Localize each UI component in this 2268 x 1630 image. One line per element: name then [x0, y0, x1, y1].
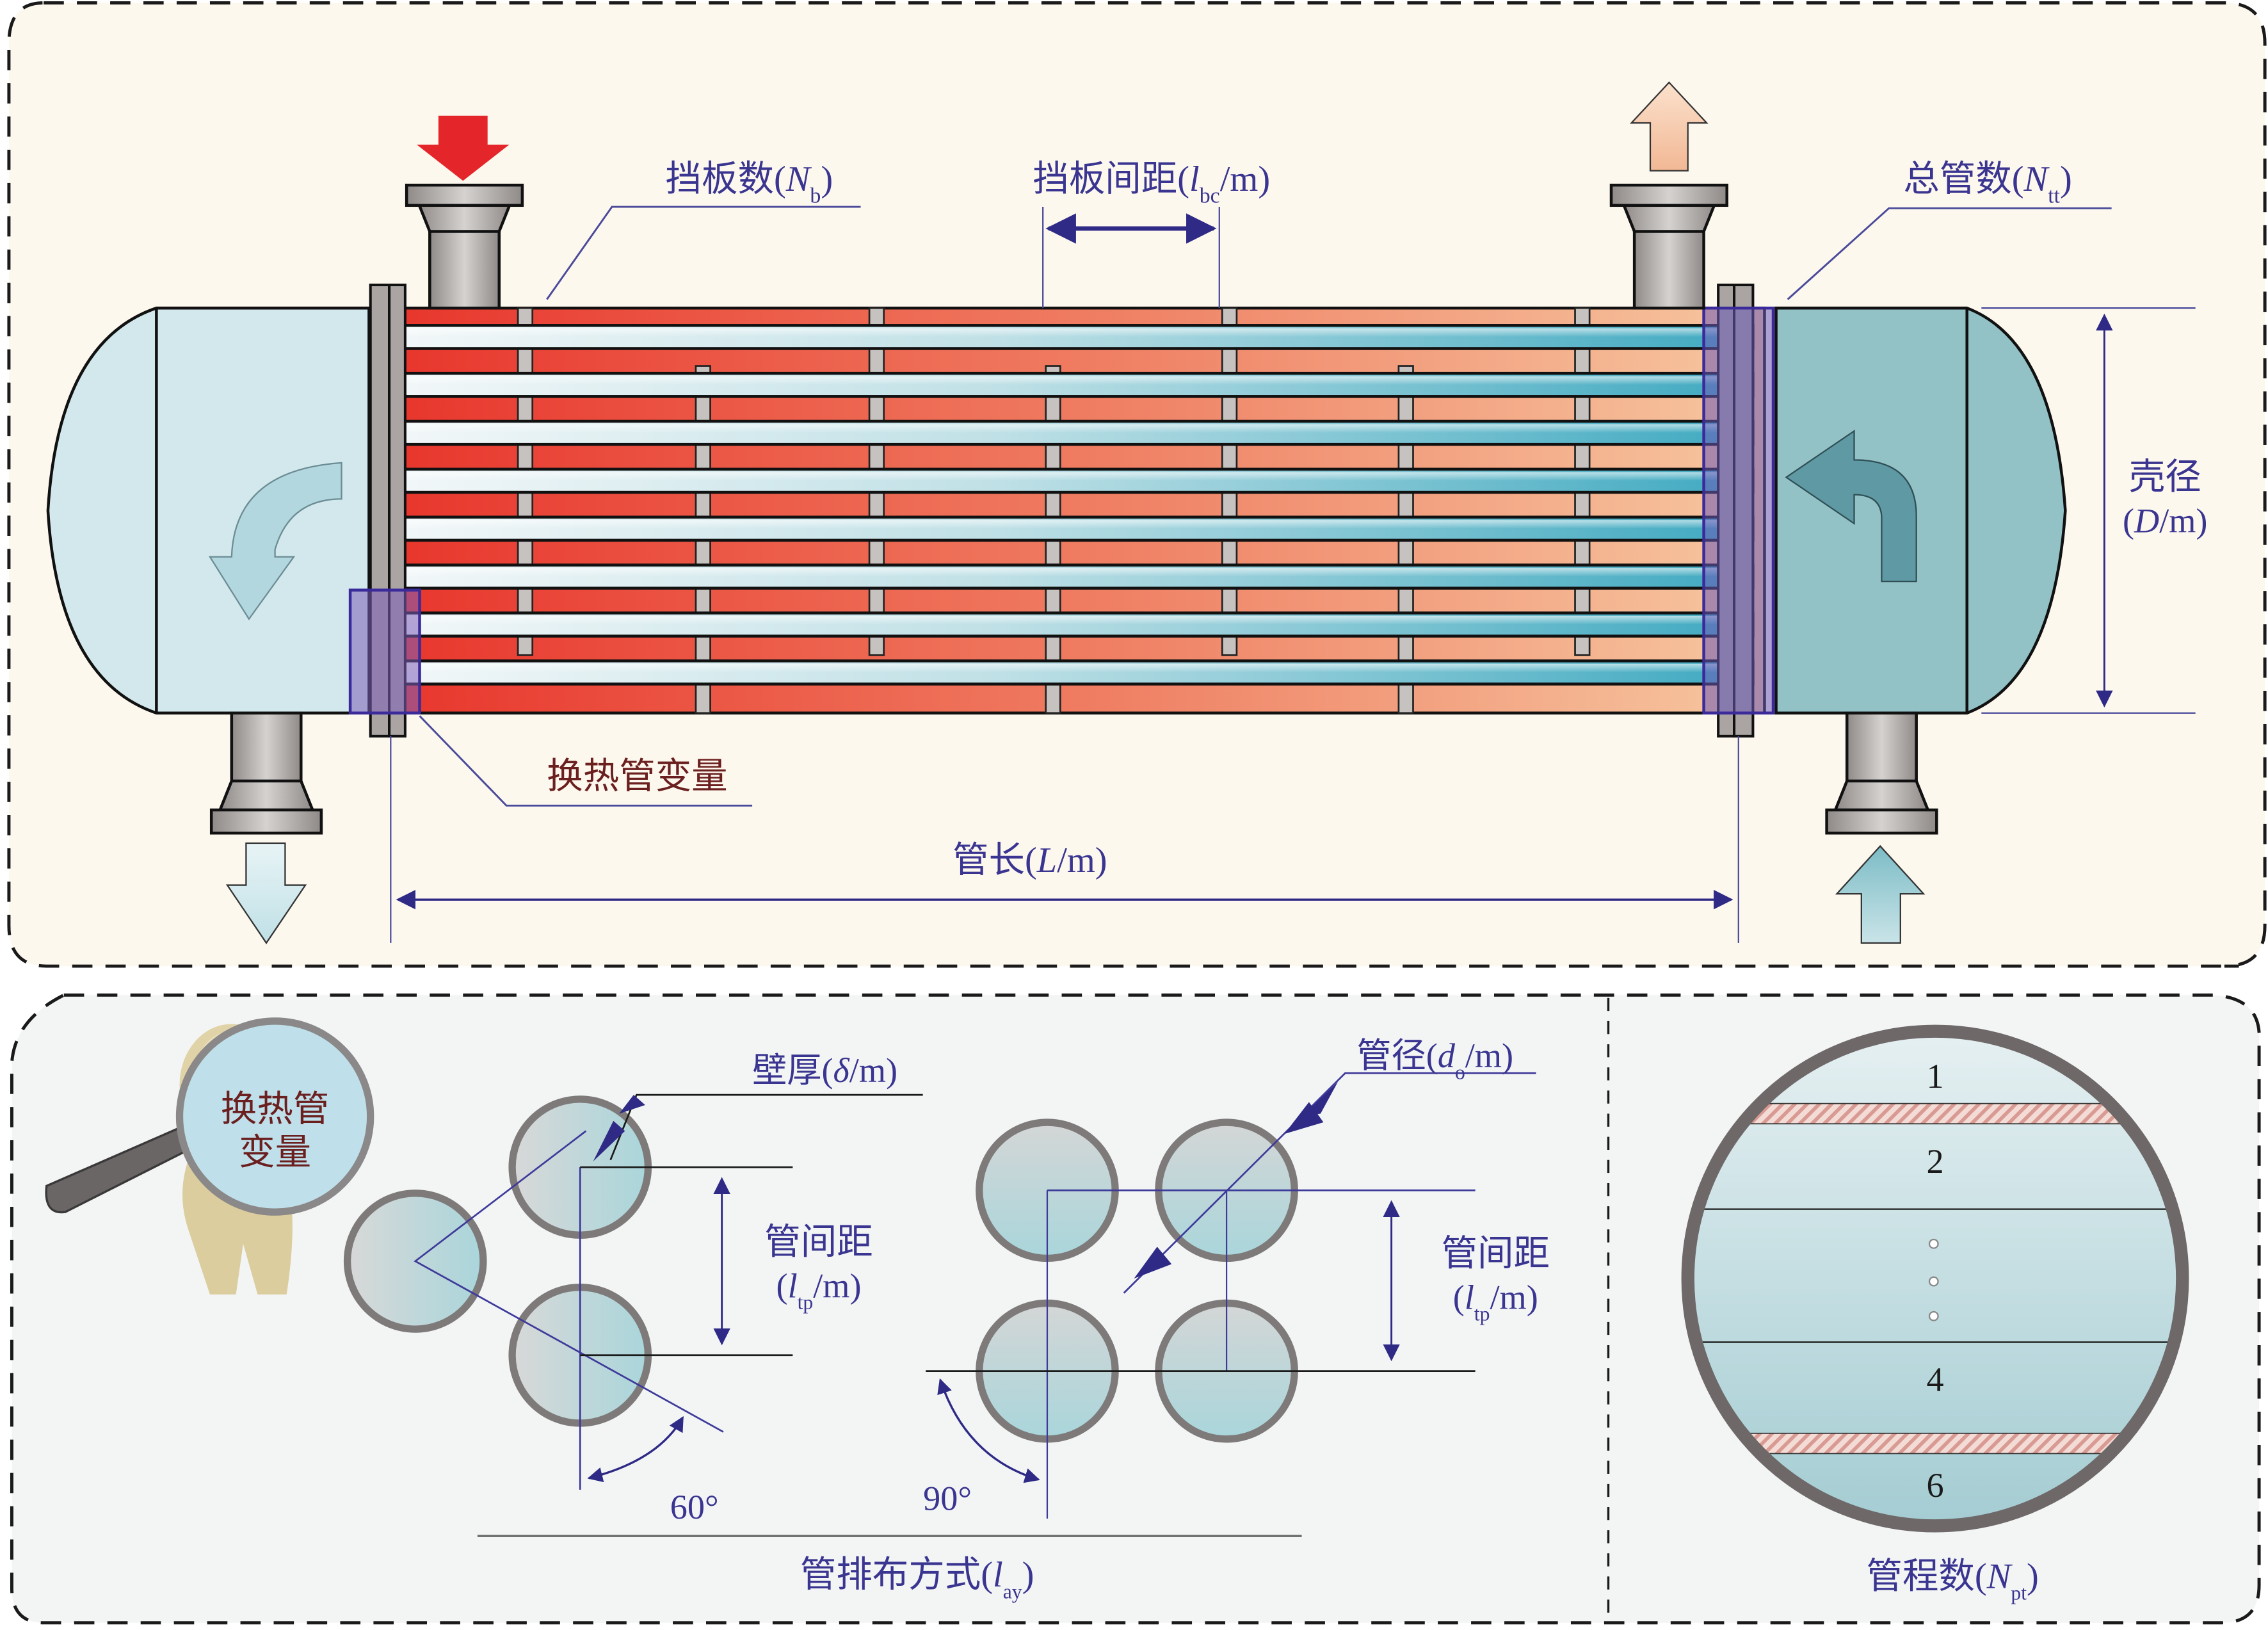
baffle-spacing-label: 挡板间距(lbc/m) — [1033, 159, 1270, 207]
tube-length-annotation: 管长(L/m) — [390, 736, 1739, 943]
total-tubes-annotation: 总管数(Ntt) — [1787, 159, 2112, 300]
total-tubes-label: 总管数(Ntt) — [1903, 159, 2072, 207]
shell-diameter-annotation: 壳径 (D/m) — [1981, 307, 2208, 714]
right-head-flow-arrow-icon — [1785, 430, 1917, 583]
wall-thickness-label: 壁厚(δ/m) — [752, 1051, 897, 1090]
cold-inlet-arrow-icon — [1835, 844, 1926, 944]
tube-pitch-tri-unit: (ltp/m) — [776, 1266, 862, 1313]
tube-highlight — [382, 328, 1750, 337]
ellipsis-dot — [1928, 1311, 1939, 1321]
tube-variables-highlight-right — [1702, 306, 1775, 714]
right-head — [1774, 306, 2067, 714]
shell-diameter-unit: (D/m) — [2123, 501, 2208, 540]
shell-diameter-label: 壳径 — [2129, 458, 2201, 497]
pass-label-4: 4 — [1926, 1360, 1943, 1399]
hot-outlet-nozzle — [1609, 183, 1728, 310]
pass-partition-plate — [1692, 1432, 2178, 1455]
angle-60-label: 60° — [670, 1488, 719, 1526]
layout-annotation: 管排布方式(lay) — [477, 1535, 1302, 1602]
tube-highlight — [382, 424, 1750, 433]
tube-pitch-sq-label: 管间距 — [1442, 1234, 1550, 1274]
hot-inlet-arrow-icon — [416, 115, 510, 181]
magnifier-text-line2: 变量 — [239, 1133, 311, 1173]
tube-diameter-label: 管径(do/m) — [1356, 1037, 1513, 1083]
shell — [377, 306, 1766, 714]
bottom-panel: 换热管 变量 60° 壁厚(δ/m) 管间距 — [10, 993, 2261, 1625]
tube-highlight — [382, 472, 1750, 481]
left-head — [46, 306, 371, 714]
left-head-flow-arrow-icon — [208, 462, 342, 620]
tube-diameter-annotation: 管径(do/m) — [1123, 1037, 1536, 1294]
tube-pass-diagram: 1 2 4 6 管程数(Npt) — [1681, 1024, 2189, 1604]
hot-outlet-arrow-icon — [1630, 81, 1709, 172]
tube-length-label: 管长(L/m) — [953, 841, 1107, 880]
pass-label-1: 1 — [1926, 1057, 1943, 1095]
tube-variables-highlight-left — [348, 588, 421, 714]
cold-inlet-nozzle — [1825, 711, 1938, 835]
tube-pitch-tri-label: 管间距 — [764, 1223, 873, 1263]
tube-highlight — [382, 615, 1750, 625]
hot-inlet-nozzle — [405, 183, 524, 310]
pass-label-2: 2 — [1926, 1142, 1943, 1181]
pass-partition-plate — [1692, 1102, 2178, 1125]
square-layout: 90° 管径(do/m) 管间距 (ltp/m) — [923, 1037, 1550, 1519]
baffle-spacing-annotation: 挡板间距(lbc/m) — [1033, 159, 1270, 309]
top-panel: 挡板数(Nb) 挡板间距(lbc/m) 总管数(Ntt) 壳径 (D/m) — [7, 1, 2267, 968]
wall-thickness-annotation: 壁厚(δ/m) — [593, 1051, 923, 1162]
ellipsis-dot — [1928, 1238, 1939, 1249]
layout-label: 管排布方式(lay) — [800, 1555, 1034, 1602]
angle-90-label: 90° — [923, 1479, 972, 1517]
tube-variables-label: 换热管变量 — [547, 757, 727, 796]
tube-highlight — [382, 663, 1750, 673]
tube-variables-annotation: 换热管变量 — [419, 715, 753, 807]
tube-passes-label: 管程数(Npt) — [1866, 1556, 2038, 1604]
cold-outlet-nozzle — [209, 711, 323, 835]
tube-highlight — [382, 520, 1750, 529]
tube-highlight — [382, 376, 1750, 385]
triangular-layout: 60° 壁厚(δ/m) 管间距 (ltp/m) — [343, 1051, 923, 1526]
baffle-count-label: 挡板数(Nb) — [666, 159, 833, 207]
person-with-magnifier-icon: 换热管 变量 — [45, 1017, 374, 1295]
tube-pitch-sq-unit: (ltp/m) — [1453, 1278, 1538, 1325]
tube-highlight — [382, 568, 1750, 577]
pass-label-6: 6 — [1926, 1466, 1943, 1505]
cold-outlet-arrow-icon — [225, 842, 307, 944]
baffle-count-annotation: 挡板数(Nb) — [546, 159, 861, 300]
ellipsis-dot — [1928, 1276, 1939, 1287]
magnifier-text-line1: 换热管 — [221, 1090, 329, 1129]
